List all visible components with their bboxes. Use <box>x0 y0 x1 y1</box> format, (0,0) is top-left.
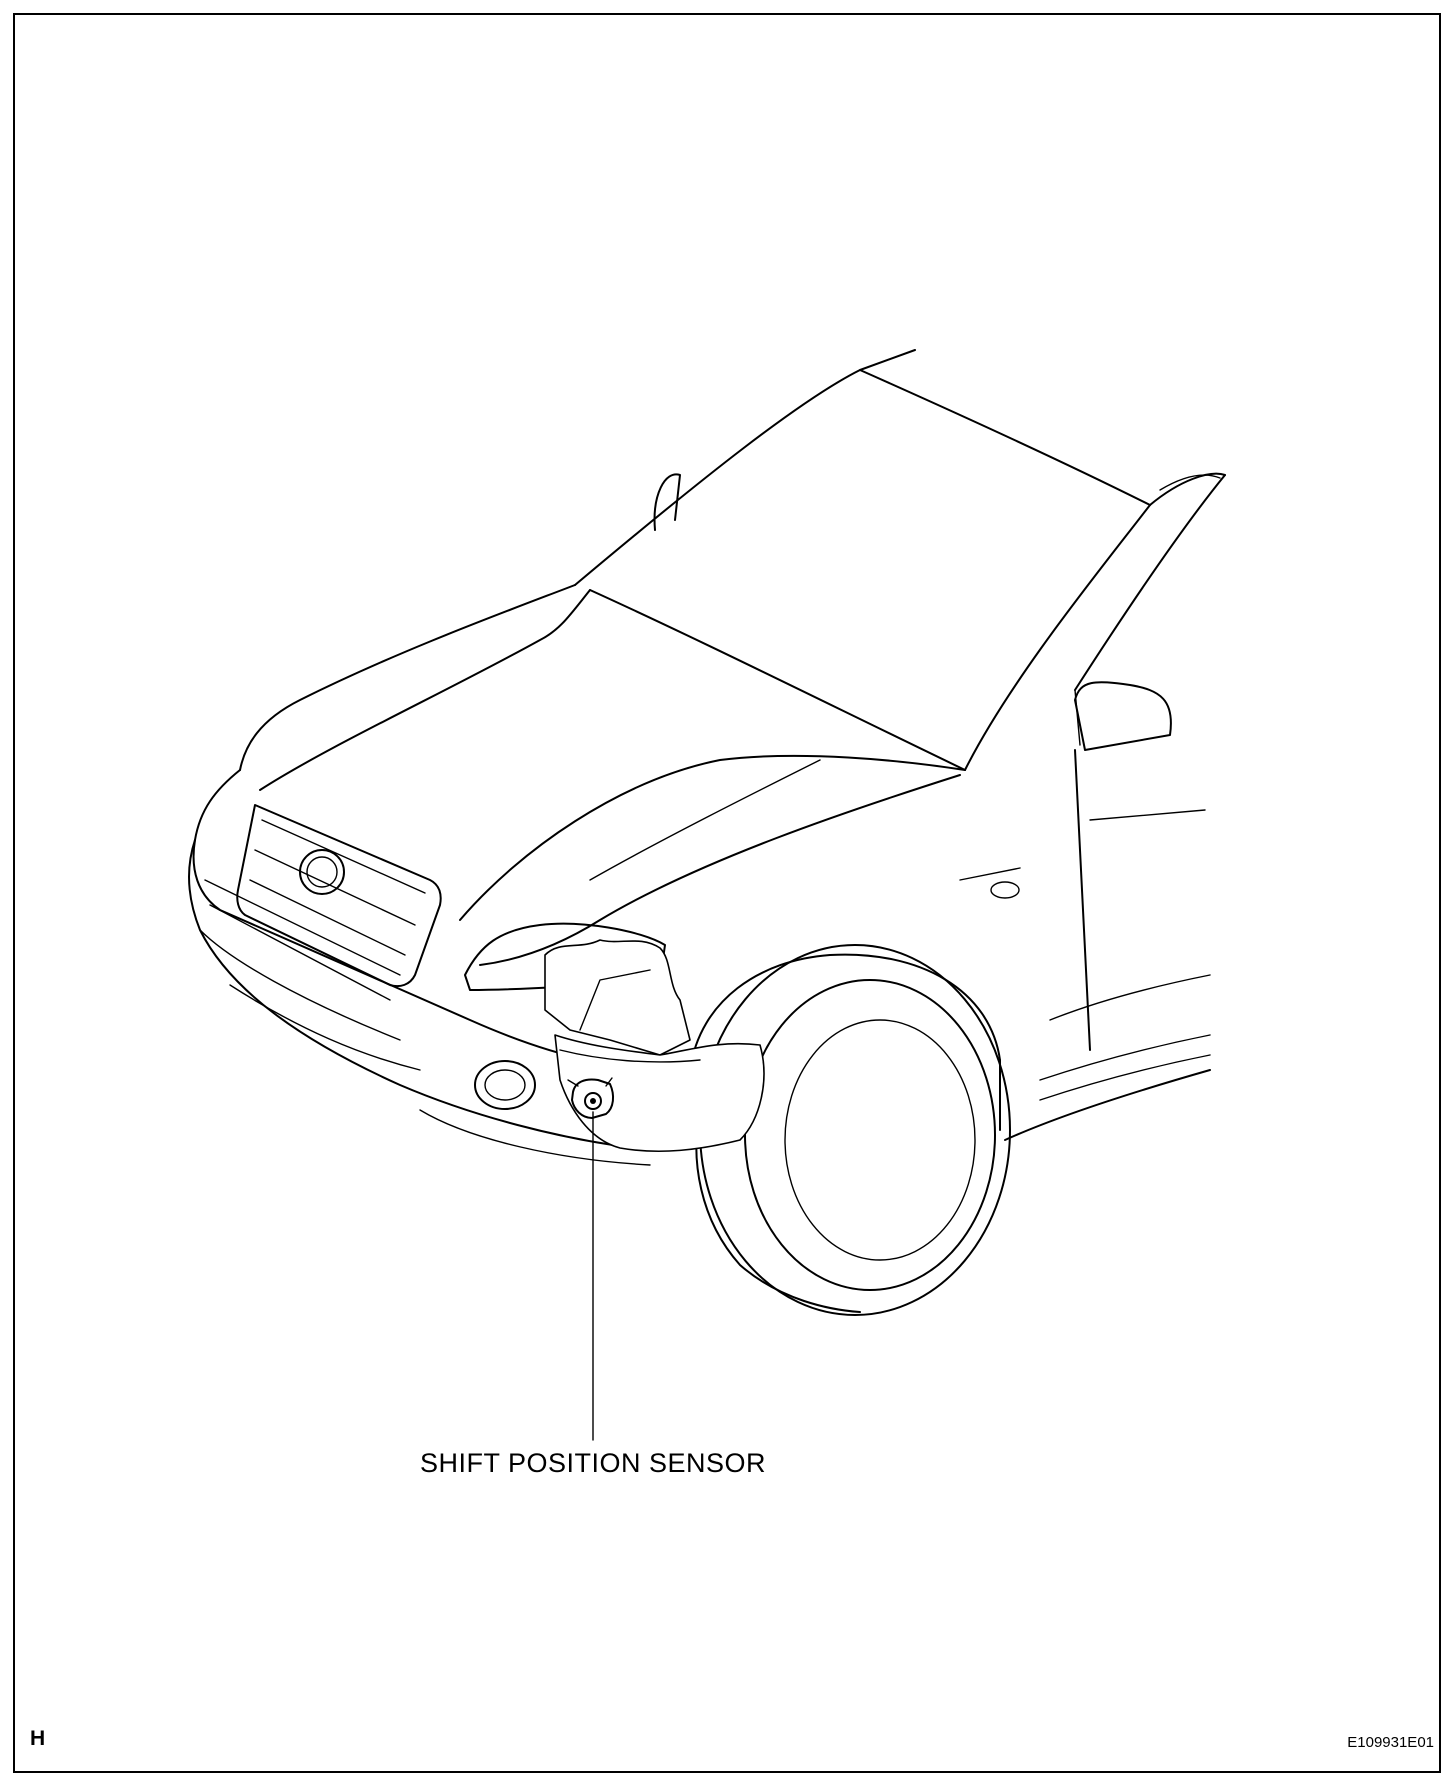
section-code: H <box>30 1727 46 1750</box>
vehicle-front-illustration-icon <box>187 349 1226 1316</box>
figure-id: E109931E01 <box>1347 1734 1434 1751</box>
shift-position-sensor-icon <box>567 1077 615 1119</box>
diagram-frame <box>13 13 1441 1773</box>
callout-label-shift-position-sensor: SHIFT POSITION SENSOR <box>420 1448 767 1478</box>
